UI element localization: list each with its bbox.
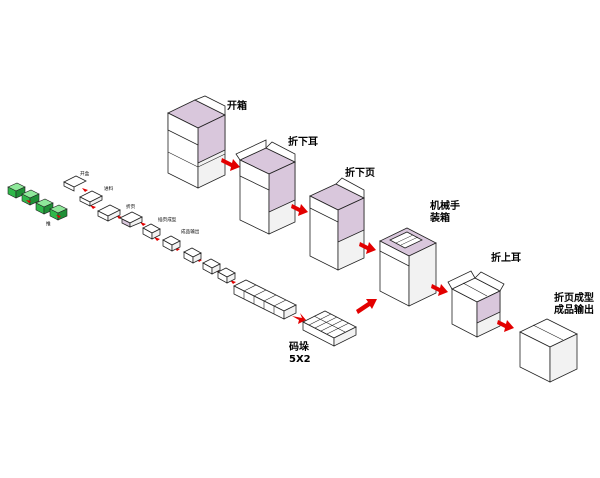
small-carton-flat-1: [63, 175, 87, 192]
large-box-open: [167, 95, 226, 189]
green-product-4: [49, 204, 68, 221]
arrow-5: [497, 320, 514, 332]
label-open-case: 开箱: [227, 101, 247, 112]
label-fold-lower-page: 折下页: [345, 168, 375, 179]
large-box-fold-lower-ear: [235, 139, 296, 235]
arrow-1: [221, 158, 240, 171]
small-carton-1: [142, 223, 161, 240]
large-box-robot-packing: [379, 227, 437, 307]
carton-row: [233, 279, 297, 320]
label-stacking: 码垛 5X2: [289, 342, 311, 365]
label-product-output: 成品输出: [181, 230, 200, 235]
small-carton-5: [217, 267, 236, 284]
label-fold-lower-ear: 折下耳: [288, 137, 318, 148]
label-open-carton: 开盒: [80, 172, 90, 177]
stack-5x2: [302, 310, 357, 347]
small-carton-folding: [119, 211, 143, 228]
small-carton-4: [202, 258, 221, 275]
arrow-3: [359, 242, 376, 254]
label-insert-form: 插页成型: [158, 218, 177, 223]
label-robot-packing: 机械手 装箱: [430, 201, 460, 224]
arrow-2: [291, 204, 308, 216]
large-box-fold-lower-page: [309, 177, 365, 271]
green-product-2: [21, 189, 40, 206]
label-fold-page: 折页: [126, 205, 136, 210]
small-carton-open: [97, 204, 121, 222]
label-fold-upper-ear: 折上耳: [491, 253, 521, 264]
large-box-fold-upper-ear: [447, 270, 505, 338]
label-fold-output: 折页成型 成品输出: [554, 293, 594, 316]
small-carton-2: [162, 235, 181, 252]
large-box-finished: [519, 318, 578, 383]
label-feeding: 进料: [104, 187, 114, 192]
arrow-to-stack: [292, 313, 306, 324]
label-push: 推: [46, 222, 51, 227]
small-carton-flat-2: [79, 190, 103, 207]
arrow-4: [431, 284, 448, 296]
arrow-stack-to-case: [356, 299, 377, 314]
small-carton-3: [183, 247, 202, 264]
